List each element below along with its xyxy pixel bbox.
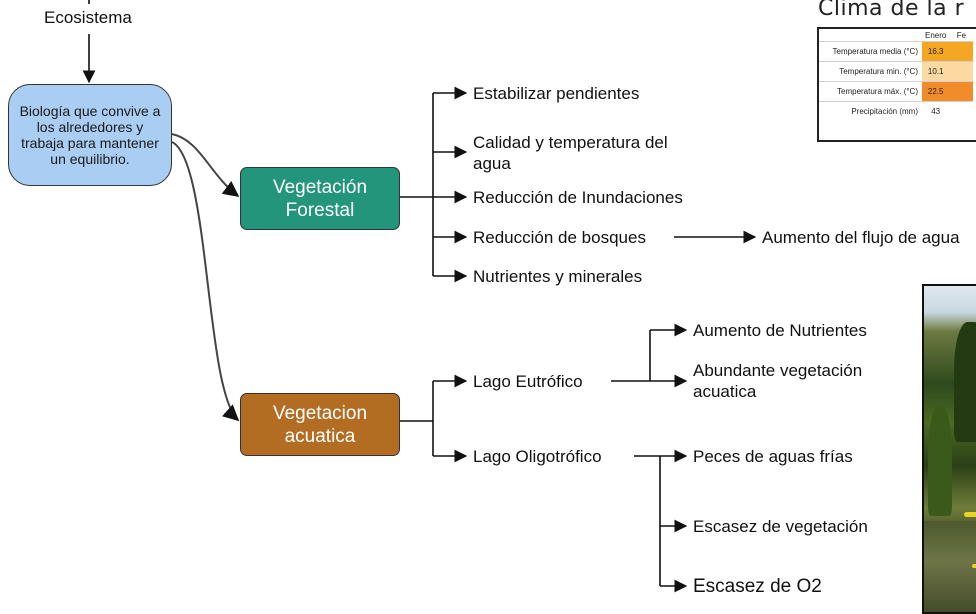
photo-kayak: [964, 512, 976, 517]
photo-tree: [954, 322, 976, 442]
climate-cell: 43: [922, 101, 950, 121]
climate-row: Temperatura máx. (°C) 22.5: [819, 81, 974, 102]
root-node-text: Biología que convive a los alrededores y…: [19, 103, 161, 167]
climate-row-label: Temperatura min. (°C): [839, 67, 918, 76]
climate-row-label: Temperatura máx. (°C): [837, 87, 918, 96]
eutrofico-label: Lago Eutrófico: [473, 372, 583, 391]
photo-kayak: [972, 564, 976, 568]
bosques-effect: Aumento del flujo de agua: [762, 228, 960, 247]
climate-cell-next: [949, 81, 974, 102]
oligotrofico-effect: Escasez de O2: [693, 576, 822, 597]
climate-row: Temperatura media (°C) 16.3: [819, 41, 974, 62]
climate-cell: 16.3: [922, 41, 950, 62]
climate-title: Clima de la r: [818, 0, 965, 21]
forest-item: Reducción de Inundaciones: [473, 188, 683, 207]
climate-table: Enero Fe Temperatura media (°C) 16.3 Tem…: [817, 27, 976, 142]
forest-item: Nutrientes y minerales: [473, 267, 643, 286]
climate-cell: 10.1: [922, 61, 950, 82]
climate-cell-next: [949, 41, 974, 62]
climate-cell: 22.5: [922, 81, 950, 102]
aquatic-node: Vegetacion acuatica: [240, 393, 400, 456]
lake-photo: [922, 284, 976, 614]
climate-row: Precipitación (mm) 43: [819, 101, 974, 121]
climate-cell-next: [949, 101, 974, 121]
climate-month-header: Enero: [925, 30, 947, 40]
climate-cell-next: [949, 61, 974, 82]
climate-corner-cell: [819, 29, 922, 42]
climate-row: Temperatura min. (°C) 10.1: [819, 61, 974, 82]
eutrofico-effect: Abundante vegetación acuatica: [693, 361, 863, 401]
forest-node-title: Vegetación Forestal: [272, 176, 368, 221]
forest-item: Estabilizar pendientes: [473, 84, 640, 103]
oligotrofico-label: Lago Oligotrófico: [473, 447, 602, 466]
aquatic-node-title: Vegetacion acuatica: [272, 402, 368, 447]
climate-row-label: Temperatura media (°C): [832, 47, 918, 56]
photo-tree: [928, 406, 952, 516]
eutrofico-effect: Aumento de Nutrientes: [693, 321, 867, 340]
forest-node: Vegetación Forestal: [240, 167, 400, 230]
oligotrofico-effect: Escasez de vegetación: [693, 517, 868, 536]
forest-item: Reducción de bosques: [473, 228, 646, 247]
oligotrofico-effect: Peces de aguas frías: [693, 447, 853, 466]
root-node: Biología que convive a los alrededores y…: [8, 84, 172, 186]
photo-water: [924, 521, 976, 612]
climate-month-header: Fe: [956, 30, 967, 40]
ecosistema-label: Ecosistema: [44, 8, 132, 27]
climate-row-label: Precipitación (mm): [851, 107, 918, 116]
forest-item: Calidad y temperatura del agua: [473, 133, 668, 173]
